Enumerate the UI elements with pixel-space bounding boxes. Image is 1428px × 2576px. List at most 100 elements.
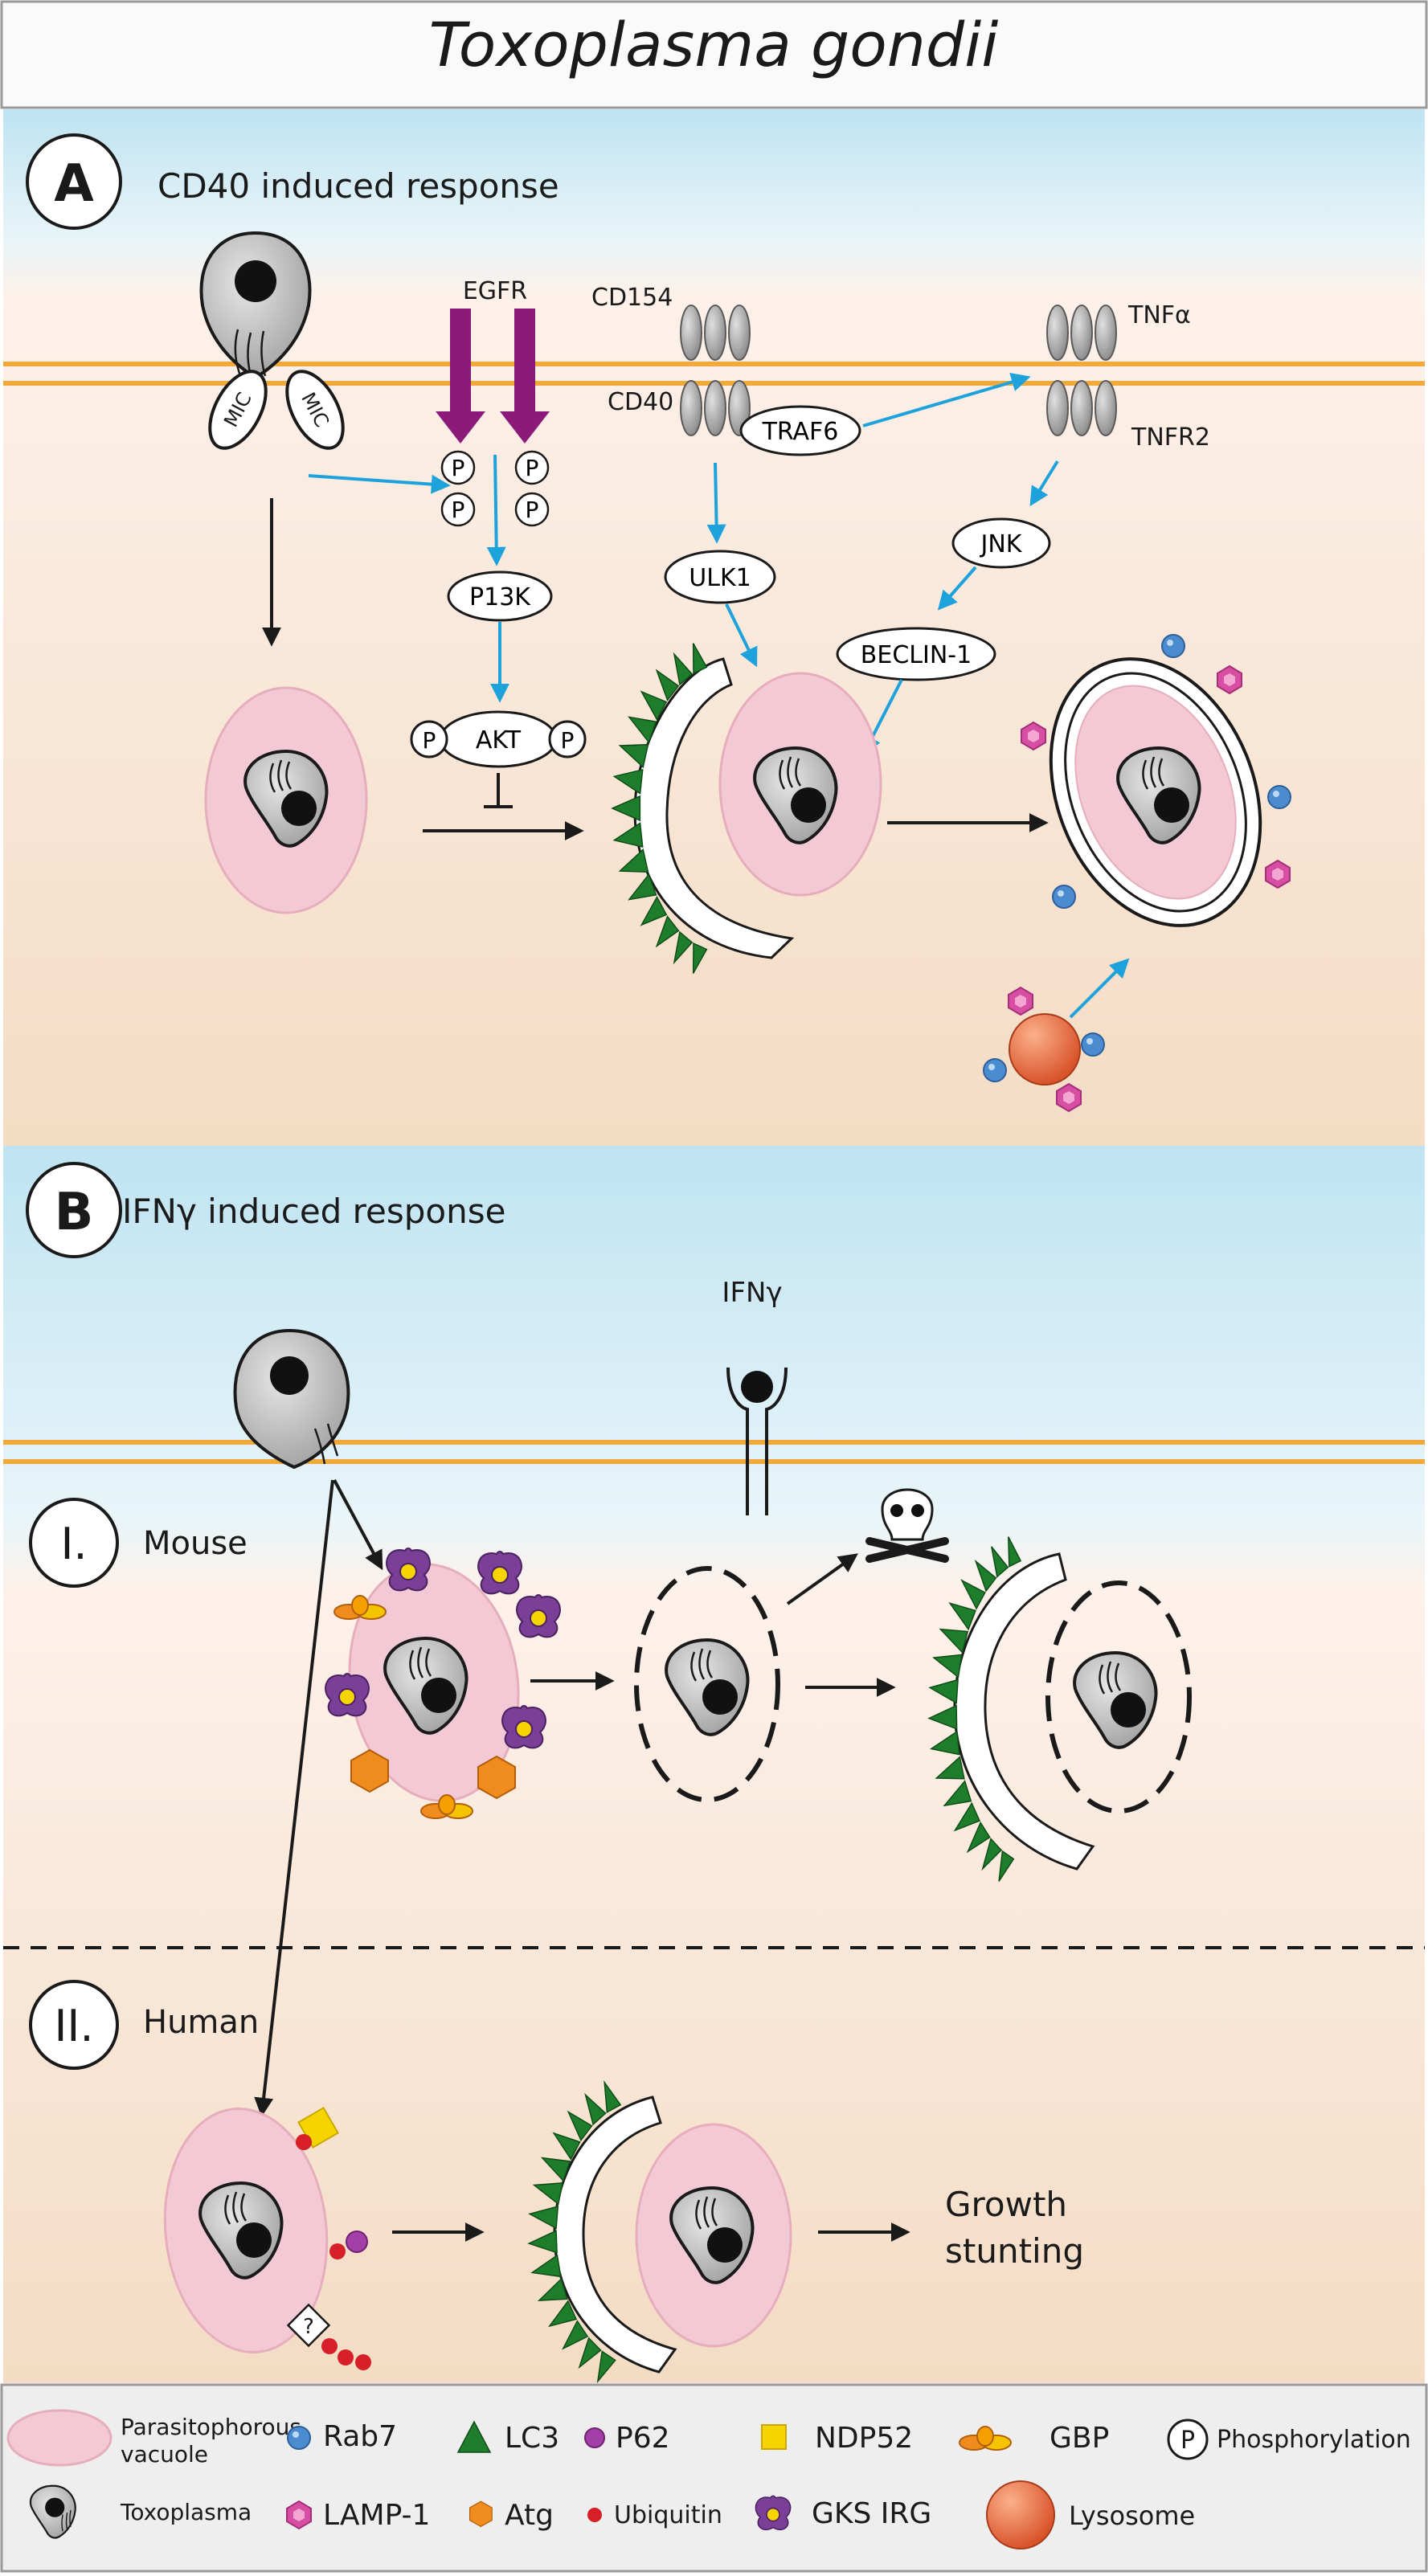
ulk1-node: [664, 550, 776, 604]
legend-toxoplasma: Toxoplasma: [120, 2499, 252, 2525]
toxoplasma-extracellular: [233, 1328, 350, 1470]
lc3-marker: [628, 716, 657, 744]
rab7-marker: [1052, 885, 1076, 909]
lc3-marker: [998, 1850, 1015, 1882]
vacuole-a-left: [204, 686, 368, 914]
legend: Parasitophorous vacuole Toxoplasma Rab7 …: [6, 2409, 1411, 2549]
lc3-phagophore-mouse: [927, 1536, 1095, 1882]
lc3-marker: [974, 1559, 997, 1593]
outcome-line1: Growth: [945, 2185, 1067, 2224]
lc3-marker: [1008, 1536, 1022, 1568]
egfr-p4: P: [526, 497, 539, 523]
legend-box: [0, 2383, 1428, 2573]
lc3-marker: [655, 669, 680, 701]
traf6-node: [739, 405, 861, 456]
mouse-numeral: I.: [60, 1519, 87, 1569]
lc3-marker: [943, 1780, 972, 1807]
lc3-marker: [939, 1628, 969, 1654]
lc3-marker: [928, 1678, 959, 1704]
cell-membrane-b: [3, 1440, 1425, 1464]
lc3-phagophore-human: [527, 2080, 677, 2384]
lc3-marker: [960, 1579, 986, 1610]
lc3-marker: [692, 942, 708, 974]
lc3-marker: [547, 2300, 578, 2328]
akt-p-left: P: [423, 727, 436, 754]
ubiquitin-marker: [329, 2243, 346, 2259]
legend-lc3-swatch: [456, 2420, 492, 2453]
lc3-marker: [692, 643, 708, 675]
lc3-marker: [552, 2132, 581, 2161]
lc3-marker: [532, 2182, 564, 2206]
egfr-p3: P: [526, 455, 539, 481]
lc3-marker: [628, 873, 657, 901]
panel-a-badge: [26, 133, 122, 230]
legend-gks-irg: GKS IRG: [812, 2497, 931, 2530]
egfr-p1: P: [452, 455, 465, 481]
legend-p62: P62: [616, 2422, 670, 2455]
legend-atg: Atg: [505, 2499, 554, 2532]
panel-a-letter: A: [54, 154, 94, 214]
beclin1-node: [836, 627, 996, 681]
outcome-line2: stunting: [945, 2231, 1084, 2271]
lc3-marker: [618, 743, 649, 769]
lc3-marker: [567, 2110, 593, 2142]
akt-node: AKT P P: [410, 710, 587, 768]
panel-b-heading: IFNγ induced response: [122, 1192, 505, 1231]
lc3-marker: [655, 915, 680, 948]
legend-rab7: Rab7: [323, 2420, 397, 2453]
lysosome-a: [983, 987, 1105, 1112]
vacuole-mouse-disrupted: [634, 1566, 780, 1802]
arrow-to-human: [254, 1479, 334, 2117]
legend-pv-line1: Parasitophorous: [121, 2414, 301, 2440]
akt-inhibition: [484, 773, 513, 808]
human-numeral: II.: [54, 2001, 93, 2051]
lc3-marker: [562, 2320, 589, 2350]
jnk-node: [951, 517, 1051, 569]
legend-ndp52: NDP52: [815, 2422, 913, 2455]
arrow-traf6-tnf: [862, 372, 1031, 427]
lc3-marker: [612, 768, 644, 795]
tnfa-label: TNFα: [1127, 301, 1191, 329]
title-box: [0, 0, 1428, 109]
akt-label: AKT: [476, 726, 522, 754]
arrow-jnk-beclin: [937, 566, 977, 611]
legend-ndp52-swatch: [761, 2424, 787, 2450]
ubiquitin-marker: [296, 2134, 312, 2150]
mouse-label: Mouse: [143, 1525, 248, 1562]
legend-lamp1: LAMP-1: [323, 2499, 430, 2532]
lc3-marker: [604, 2080, 622, 2114]
vacuole-human: ?: [163, 2107, 371, 2370]
lc3-marker: [953, 1801, 981, 1832]
tnfr2-label: TNFR2: [1131, 423, 1210, 452]
lc3-marker: [935, 1756, 965, 1780]
panel-b-letter: B: [55, 1183, 94, 1242]
egfr-receptor: [436, 309, 550, 444]
legend-phosphorylation-swatch: [1167, 2419, 1209, 2460]
arrow-lysosome-fusion: [1069, 958, 1130, 1019]
legend-ubiquitin-swatch: [587, 2508, 602, 2522]
rab7-marker: [1161, 634, 1185, 658]
legend-lc3: LC3: [505, 2422, 559, 2455]
lc3-marker: [537, 2277, 568, 2301]
panel-b-badge: [26, 1162, 122, 1258]
arrow-mic-egfr: [308, 474, 451, 494]
legend-phosphorylation: Phosphorylation: [1217, 2426, 1411, 2454]
lc3-marker: [640, 690, 668, 722]
legend-vacuole-swatch: [6, 2409, 113, 2467]
legend-ubiquitin: Ubiquitin: [614, 2501, 722, 2529]
cd40-label: CD40: [608, 388, 673, 416]
arrow-ulk1-vacuole: [725, 603, 758, 668]
legend-pv-line2: vacuole: [121, 2441, 208, 2468]
lc3-marker: [927, 1704, 958, 1730]
arrow-egfr-pi3k: [486, 454, 506, 566]
legend-p62-swatch: [584, 2427, 605, 2448]
lc3-marker: [640, 895, 668, 926]
ifng-receptor: [726, 1367, 788, 1515]
lc3-marker: [578, 2337, 602, 2370]
lc3-marker: [596, 2350, 616, 2384]
lc3-marker: [530, 2254, 562, 2278]
lc3-marker: [929, 1730, 960, 1756]
egfr-phospho-sites: P P P P: [440, 450, 550, 527]
